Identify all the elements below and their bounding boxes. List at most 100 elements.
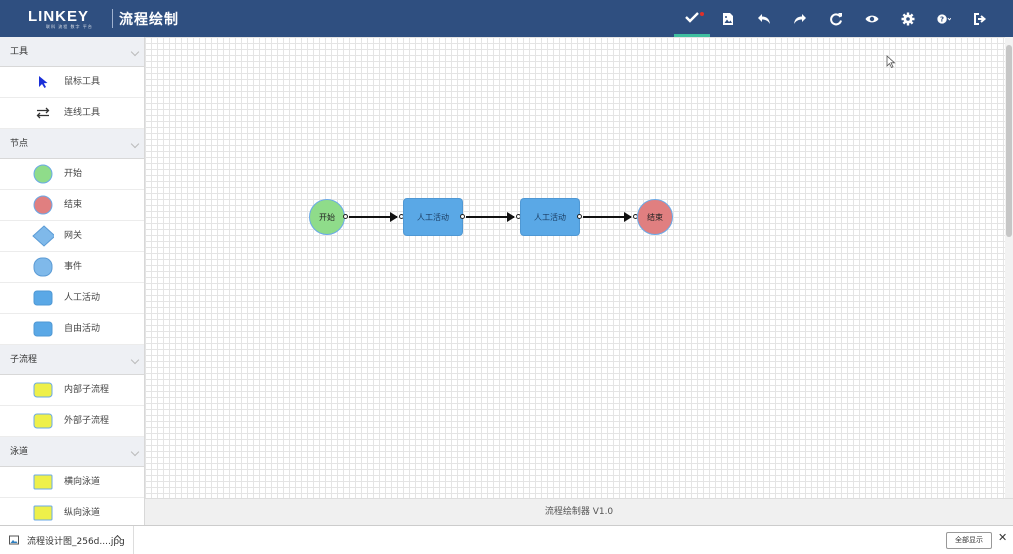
- chevron-down-icon: [130, 139, 140, 149]
- sidebar-item-event[interactable]: 事件: [0, 252, 144, 283]
- sidebar-item-label: 人工活动: [64, 293, 101, 303]
- horizontal-lane-icon: [32, 472, 54, 492]
- section-title: 子流程: [10, 355, 38, 365]
- gear-icon: [901, 12, 915, 25]
- connection-port[interactable]: [577, 214, 582, 219]
- logo-subtitle: 联科 流程 数字 平台: [46, 24, 93, 29]
- close-icon[interactable]: ✕: [998, 531, 1008, 544]
- node-label: 人工活动: [417, 212, 449, 222]
- save-button[interactable]: [674, 0, 710, 37]
- node-label: 开始: [319, 212, 335, 222]
- redo-icon: [794, 13, 806, 24]
- connection-port[interactable]: [343, 214, 348, 219]
- section-title: 节点: [10, 139, 29, 149]
- external-subprocess-icon: [32, 411, 54, 431]
- vertical-scrollbar-thumb[interactable]: [1006, 45, 1012, 237]
- page-title: 流程绘制: [119, 12, 179, 28]
- swap-arrows-icon: [32, 103, 54, 123]
- free-activity-icon: [32, 319, 54, 339]
- sidebar-item-connect-tool[interactable]: 连线工具: [0, 98, 144, 129]
- show-all-button[interactable]: 全部显示: [946, 532, 992, 549]
- export-image-button[interactable]: [710, 0, 746, 37]
- start-node[interactable]: 开始: [309, 199, 345, 235]
- flow-arrow[interactable]: [466, 212, 515, 222]
- refresh-icon: [830, 12, 842, 25]
- flow-arrow[interactable]: [349, 212, 398, 222]
- sidebar-item-label: 开始: [64, 169, 83, 179]
- node-label: 结束: [647, 212, 663, 222]
- manual-activity-node[interactable]: 人工活动: [520, 198, 580, 236]
- sidebar-item-start[interactable]: 开始: [0, 159, 144, 190]
- sidebar-item-manual-activity[interactable]: 人工活动: [0, 283, 144, 314]
- sidebar-item-external-subprocess[interactable]: 外部子流程: [0, 406, 144, 437]
- header-divider: [112, 9, 113, 28]
- connection-port[interactable]: [460, 214, 465, 219]
- section-title: 泳道: [10, 447, 29, 457]
- end-node[interactable]: 结束: [637, 199, 673, 235]
- sidebar-item-vertical-lane[interactable]: 纵向泳道: [0, 498, 144, 525]
- gateway-diamond-icon: [32, 225, 54, 247]
- logout-icon: [974, 12, 987, 25]
- svg-text:?: ?: [940, 15, 944, 23]
- manual-activity-node[interactable]: 人工活动: [403, 198, 463, 236]
- event-node-icon: [32, 257, 54, 277]
- section-swimlane[interactable]: 泳道: [0, 437, 144, 467]
- start-node-icon: [32, 164, 54, 184]
- sidebar-item-label: 网关: [64, 231, 83, 241]
- sidebar-item-mouse-tool[interactable]: 鼠标工具: [0, 67, 144, 98]
- check-icon: [685, 12, 699, 23]
- image-icon: [723, 12, 733, 25]
- internal-subprocess-icon: [32, 380, 54, 400]
- diagram-canvas[interactable]: [145, 37, 1005, 498]
- chevron-down-icon: [130, 47, 140, 57]
- settings-button[interactable]: [890, 0, 926, 37]
- sidebar-item-label: 鼠标工具: [64, 77, 101, 87]
- section-nodes[interactable]: 节点: [0, 129, 144, 159]
- download-filename: 流程设计图_256d....jpg: [27, 536, 125, 547]
- chevron-down-icon: [130, 355, 140, 365]
- mouse-cursor-icon: [886, 55, 896, 69]
- status-bar: 流程绘制器 V1.0: [145, 498, 1013, 525]
- undo-button[interactable]: [746, 0, 782, 37]
- sidebar-item-free-activity[interactable]: 自由活动: [0, 314, 144, 345]
- help-icon: ?: [937, 13, 951, 24]
- sidebar-item-label: 外部子流程: [64, 416, 110, 426]
- sidebar-item-gateway[interactable]: 网关: [0, 221, 144, 252]
- preview-button[interactable]: [854, 0, 890, 37]
- sidebar-item-internal-subprocess[interactable]: 内部子流程: [0, 375, 144, 406]
- sidebar-item-label: 结束: [64, 200, 83, 210]
- sidebar: 工具 鼠标工具 连线工具 节点 开始 结束 网关 事件 人工活动 自由活动 子流…: [0, 37, 145, 525]
- sidebar-item-label: 横向泳道: [64, 477, 101, 487]
- download-bar: 流程设计图_256d....jpg 全部显示 ✕: [0, 525, 1013, 554]
- refresh-button[interactable]: [818, 0, 854, 37]
- unsaved-dot: [700, 12, 704, 16]
- end-node-icon: [32, 195, 54, 215]
- download-item[interactable]: 流程设计图_256d....jpg: [0, 526, 134, 554]
- manual-activity-icon: [32, 288, 54, 308]
- sidebar-item-end[interactable]: 结束: [0, 190, 144, 221]
- image-file-icon: [9, 535, 19, 545]
- help-button[interactable]: ?: [926, 0, 962, 37]
- sidebar-item-label: 连线工具: [64, 108, 101, 118]
- sidebar-item-horizontal-lane[interactable]: 横向泳道: [0, 467, 144, 498]
- redo-button[interactable]: [782, 0, 818, 37]
- flow-arrow[interactable]: [583, 212, 632, 222]
- logo: LINKEY: [28, 8, 90, 25]
- logout-button[interactable]: [962, 0, 998, 37]
- chevron-down-icon: [130, 447, 140, 457]
- toolbar: ?: [674, 0, 998, 37]
- eye-icon: [865, 15, 879, 22]
- pointer-icon: [32, 72, 54, 92]
- section-title: 工具: [10, 47, 29, 57]
- section-subprocess[interactable]: 子流程: [0, 345, 144, 375]
- sidebar-item-label: 事件: [64, 262, 83, 272]
- undo-icon: [758, 13, 770, 24]
- vertical-scrollbar-track[interactable]: [1005, 37, 1013, 498]
- sidebar-item-label: 纵向泳道: [64, 508, 101, 518]
- sidebar-item-label: 内部子流程: [64, 385, 110, 395]
- app-header: LINKEY 联科 流程 数字 平台 流程绘制 ?: [0, 0, 1013, 37]
- sidebar-item-label: 自由活动: [64, 324, 101, 334]
- node-label: 人工活动: [534, 212, 566, 222]
- section-tools[interactable]: 工具: [0, 37, 144, 67]
- vertical-lane-icon: [32, 503, 54, 523]
